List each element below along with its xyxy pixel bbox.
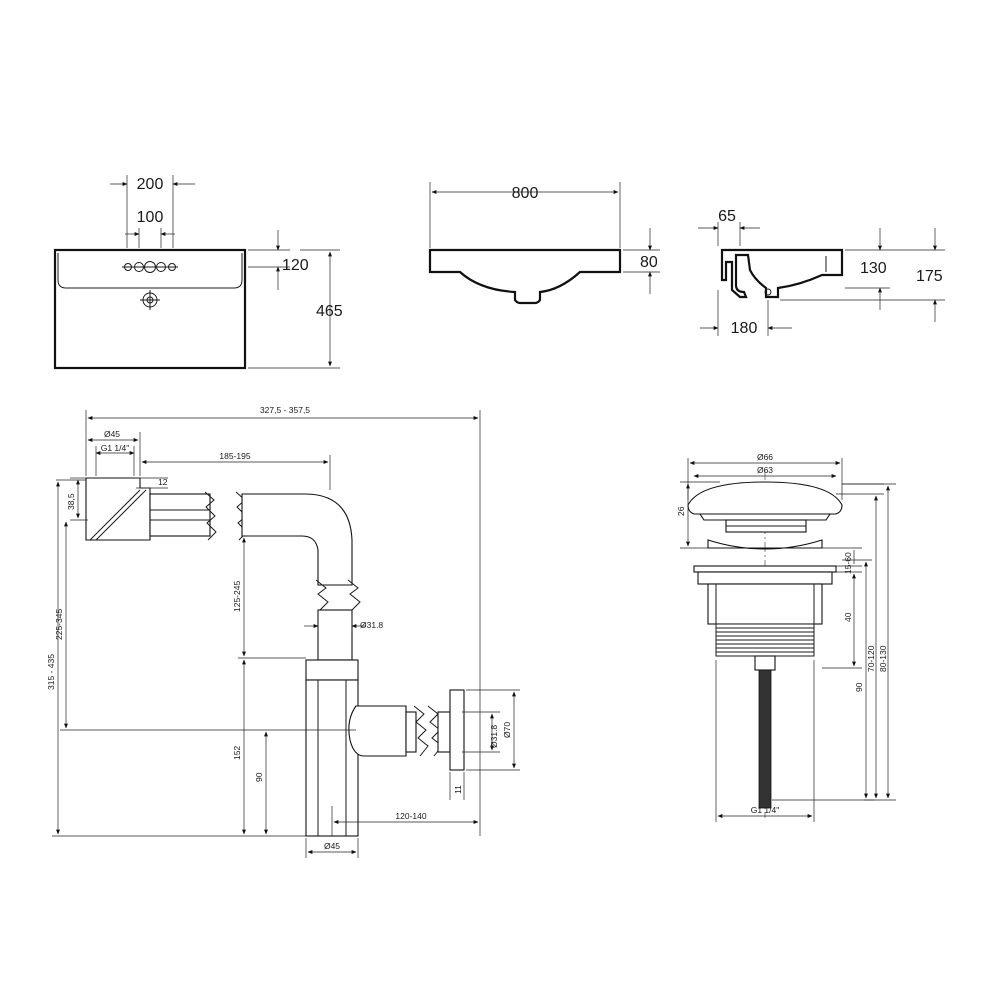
dim-38-5: 38,5 — [66, 493, 76, 510]
dim-12: 12 — [158, 477, 168, 487]
dim-200: 200 — [137, 176, 164, 193]
dim-70-120: 70-120 — [866, 645, 876, 672]
basin-side-view: 65 130 175 180 — [698, 208, 945, 337]
dim-65: 65 — [718, 208, 736, 225]
dim-diameter-70: Ø70 — [502, 722, 512, 738]
dim-diameter-45-bottom: Ø45 — [324, 841, 340, 851]
dim-diameter-66: Ø66 — [757, 452, 773, 462]
thread-section — [715, 623, 815, 657]
basin-top-view: 200 100 120 465 — [53, 175, 343, 370]
dim-diameter-63: Ø63 — [757, 465, 773, 475]
click-clack-drain-valve: Ø66 Ø63 26 15-60 40 90 70-120 80-130 — [676, 452, 896, 822]
dim-800: 800 — [512, 185, 539, 202]
dim-15-60: 15-60 — [843, 552, 853, 574]
dim-90-valve: 90 — [854, 682, 864, 692]
dim-100: 100 — [137, 209, 164, 226]
dim-overall-width: 327,5 - 357,5 — [260, 405, 310, 415]
dim-diameter-31-8-pipe: Ø31.8 — [360, 620, 383, 630]
dim-175: 175 — [916, 268, 943, 285]
basin-outline-top — [53, 248, 247, 370]
threaded-rod — [758, 669, 772, 809]
dim-125-245: 125-245 — [232, 581, 242, 612]
dim-120-140: 120-140 — [395, 811, 426, 821]
dim-26: 26 — [676, 506, 686, 516]
dim-thread-top: G1 1/4" — [101, 443, 130, 453]
basin-bowl-edge — [57, 253, 243, 289]
tap-holes — [124, 261, 176, 273]
dim-40: 40 — [843, 612, 853, 622]
dim-225-345: 225-345 — [54, 609, 64, 640]
basin-front-view: 800 80 — [428, 182, 660, 305]
dim-80: 80 — [640, 254, 658, 271]
dim-80-130: 80-130 — [878, 645, 888, 672]
dim-diameter-31-8-wall: Ø31.8 — [489, 725, 499, 748]
dim-315-435: 315 - 435 — [46, 654, 56, 690]
dim-130: 130 — [860, 260, 887, 277]
bottle-siphon-drawing: 327,5 - 357,5 Ø45 G1 1/4" 185-195 12 38,… — [46, 405, 520, 858]
dim-thread-bottom: G1 1/4" — [751, 805, 780, 815]
dim-diameter-45-top: Ø45 — [104, 429, 120, 439]
drain-hole-icon — [140, 290, 160, 310]
dim-180: 180 — [731, 320, 758, 337]
dim-185-195: 185-195 — [219, 451, 250, 461]
dim-120: 120 — [282, 257, 309, 274]
dim-11: 11 — [453, 785, 463, 794]
dim-90: 90 — [254, 772, 264, 782]
dim-152: 152 — [232, 746, 242, 760]
basin-front-outline — [428, 248, 622, 305]
basin-side-outline — [720, 248, 844, 299]
dim-465: 465 — [316, 303, 343, 320]
